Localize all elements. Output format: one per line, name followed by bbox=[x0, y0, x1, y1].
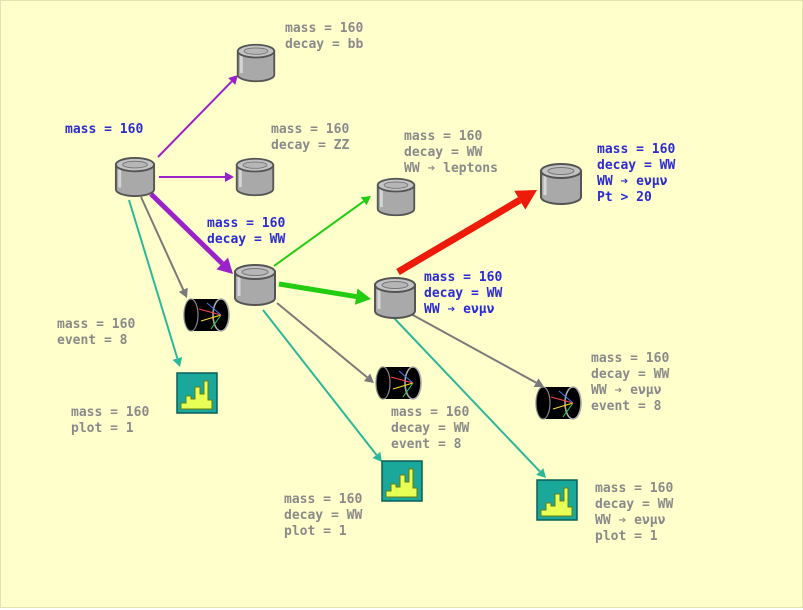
label-line: plot = 1 bbox=[284, 524, 347, 539]
label-line: WW ➔ leptons bbox=[404, 161, 498, 176]
arrow-ww-event bbox=[276, 302, 374, 383]
label-line: mass = 160 bbox=[285, 21, 364, 36]
label-line: mass = 160 bbox=[65, 122, 144, 137]
arrow-emu-event bbox=[410, 313, 544, 388]
label-line: decay = WW bbox=[597, 158, 676, 173]
label-root: mass = 160 bbox=[65, 122, 143, 138]
label-line: WW ➔ eνμν bbox=[591, 383, 662, 398]
label-line: event = 8 bbox=[57, 333, 128, 348]
label-line: mass = 160 bbox=[71, 405, 150, 420]
label-line: Pt > 20 bbox=[597, 190, 652, 205]
label-line: decay = WW bbox=[207, 232, 286, 247]
arrow-root-plot bbox=[128, 199, 183, 367]
label-line: decay = WW bbox=[595, 497, 674, 512]
label-line: mass = 160 bbox=[284, 492, 363, 507]
arrow-emu-pt bbox=[396, 190, 537, 276]
database-icon bbox=[234, 156, 276, 198]
label-line: WW ➔ eνμν bbox=[595, 513, 666, 528]
database-icon bbox=[372, 276, 418, 320]
label-line: mass = 160 bbox=[207, 216, 286, 231]
label-line: mass = 160 bbox=[391, 405, 470, 420]
arrow-ww-leptons bbox=[273, 196, 371, 267]
event-display-icon bbox=[375, 365, 423, 401]
arrow-root-event bbox=[140, 196, 188, 298]
label-line: WW ➔ eνμν bbox=[597, 174, 668, 189]
label-line: decay = WW bbox=[591, 367, 670, 382]
arrow-root-zz bbox=[159, 172, 234, 182]
label-line: decay = WW bbox=[404, 145, 483, 160]
event-display-icon bbox=[183, 297, 231, 333]
label-line: decay = WW bbox=[391, 421, 470, 436]
arrow-root-bb bbox=[157, 75, 238, 158]
database-icon bbox=[113, 156, 157, 198]
label-line: plot = 1 bbox=[71, 421, 134, 436]
label-line: decay = WW bbox=[284, 508, 363, 523]
database-icon bbox=[538, 162, 584, 206]
event-display-icon bbox=[535, 385, 583, 421]
database-icon bbox=[235, 42, 277, 84]
database-icon bbox=[375, 176, 417, 218]
label-line: mass = 160 bbox=[424, 270, 503, 285]
label-line: plot = 1 bbox=[595, 529, 658, 544]
label-line: decay = WW bbox=[424, 286, 503, 301]
histogram-plot-icon bbox=[381, 460, 423, 502]
label-line: WW ➔ eνμν bbox=[424, 302, 495, 317]
label-line: mass = 160 bbox=[595, 481, 674, 496]
arrow-ww-emu bbox=[278, 281, 371, 305]
label-line: decay = bb bbox=[285, 37, 364, 52]
label-line: mass = 160 bbox=[597, 142, 676, 157]
label-line: event = 8 bbox=[391, 437, 462, 452]
label-line: mass = 160 bbox=[404, 129, 483, 144]
label-line: mass = 160 bbox=[57, 317, 136, 332]
arrow-emu-plot bbox=[393, 317, 546, 478]
label-line: mass = 160 bbox=[271, 122, 350, 137]
arrow-ww-plot bbox=[262, 309, 382, 462]
arrow-root-ww bbox=[149, 192, 233, 274]
label-line: decay = ZZ bbox=[271, 138, 350, 153]
database-icon bbox=[232, 263, 278, 307]
label-line: event = 8 bbox=[591, 399, 662, 414]
histogram-plot-icon bbox=[176, 372, 218, 414]
label-line: mass = 160 bbox=[591, 351, 670, 366]
histogram-plot-icon bbox=[536, 479, 578, 521]
